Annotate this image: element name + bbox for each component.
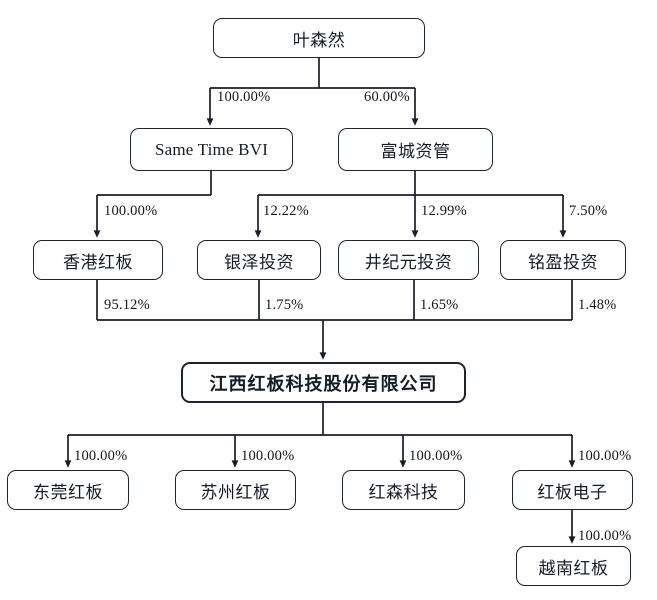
node-jingjiyuan[interactable]: 井纪元投资 (338, 240, 479, 280)
node-hbdz[interactable]: 红板电子 (512, 470, 633, 510)
node-mingying[interactable]: 铭盈投资 (500, 240, 626, 280)
node-main[interactable]: 江西红板科技股份有限公司 (181, 362, 466, 403)
percent-label-yinze-to-main: 1.75% (265, 297, 304, 313)
percent-label-fucheng-to-jingjiyuan: 12.99% (421, 203, 467, 219)
percent-label-hbdz-to-yuenan: 100.00% (578, 528, 632, 544)
percent-label-ysr-to-sametime: 100.00% (217, 89, 271, 105)
percent-label-fucheng-to-mingying: 7.50% (569, 203, 608, 219)
node-hongsen[interactable]: 红森科技 (342, 470, 465, 510)
node-ysr[interactable]: 叶森然 (213, 18, 425, 58)
percent-label-fucheng-to-yinze: 12.22% (263, 203, 309, 219)
node-hkhb[interactable]: 香港红板 (33, 240, 163, 280)
percent-label-hkhb-to-main: 95.12% (104, 297, 150, 313)
percent-label-main-to-hongsen: 100.00% (409, 448, 463, 464)
node-yuenan[interactable]: 越南红板 (516, 546, 631, 586)
percent-label-sametime-to-hkhb: 100.00% (104, 203, 158, 219)
percent-label-main-to-dongguan: 100.00% (74, 448, 128, 464)
node-yinze[interactable]: 银泽投资 (197, 240, 321, 280)
percent-label-jingjiyuan-to-main: 1.65% (420, 297, 459, 313)
node-dongguan[interactable]: 东莞红板 (7, 470, 129, 510)
percent-label-mingying-to-main: 1.48% (578, 297, 617, 313)
percent-label-main-to-suzhou: 100.00% (241, 448, 295, 464)
node-fucheng[interactable]: 富城资管 (338, 128, 493, 171)
node-sametime[interactable]: Same Time BVI (130, 128, 293, 171)
percent-label-ysr-to-fucheng: 60.00% (364, 89, 410, 105)
percent-label-main-to-hbdz: 100.00% (578, 448, 632, 464)
node-suzhou[interactable]: 苏州红板 (175, 470, 296, 510)
